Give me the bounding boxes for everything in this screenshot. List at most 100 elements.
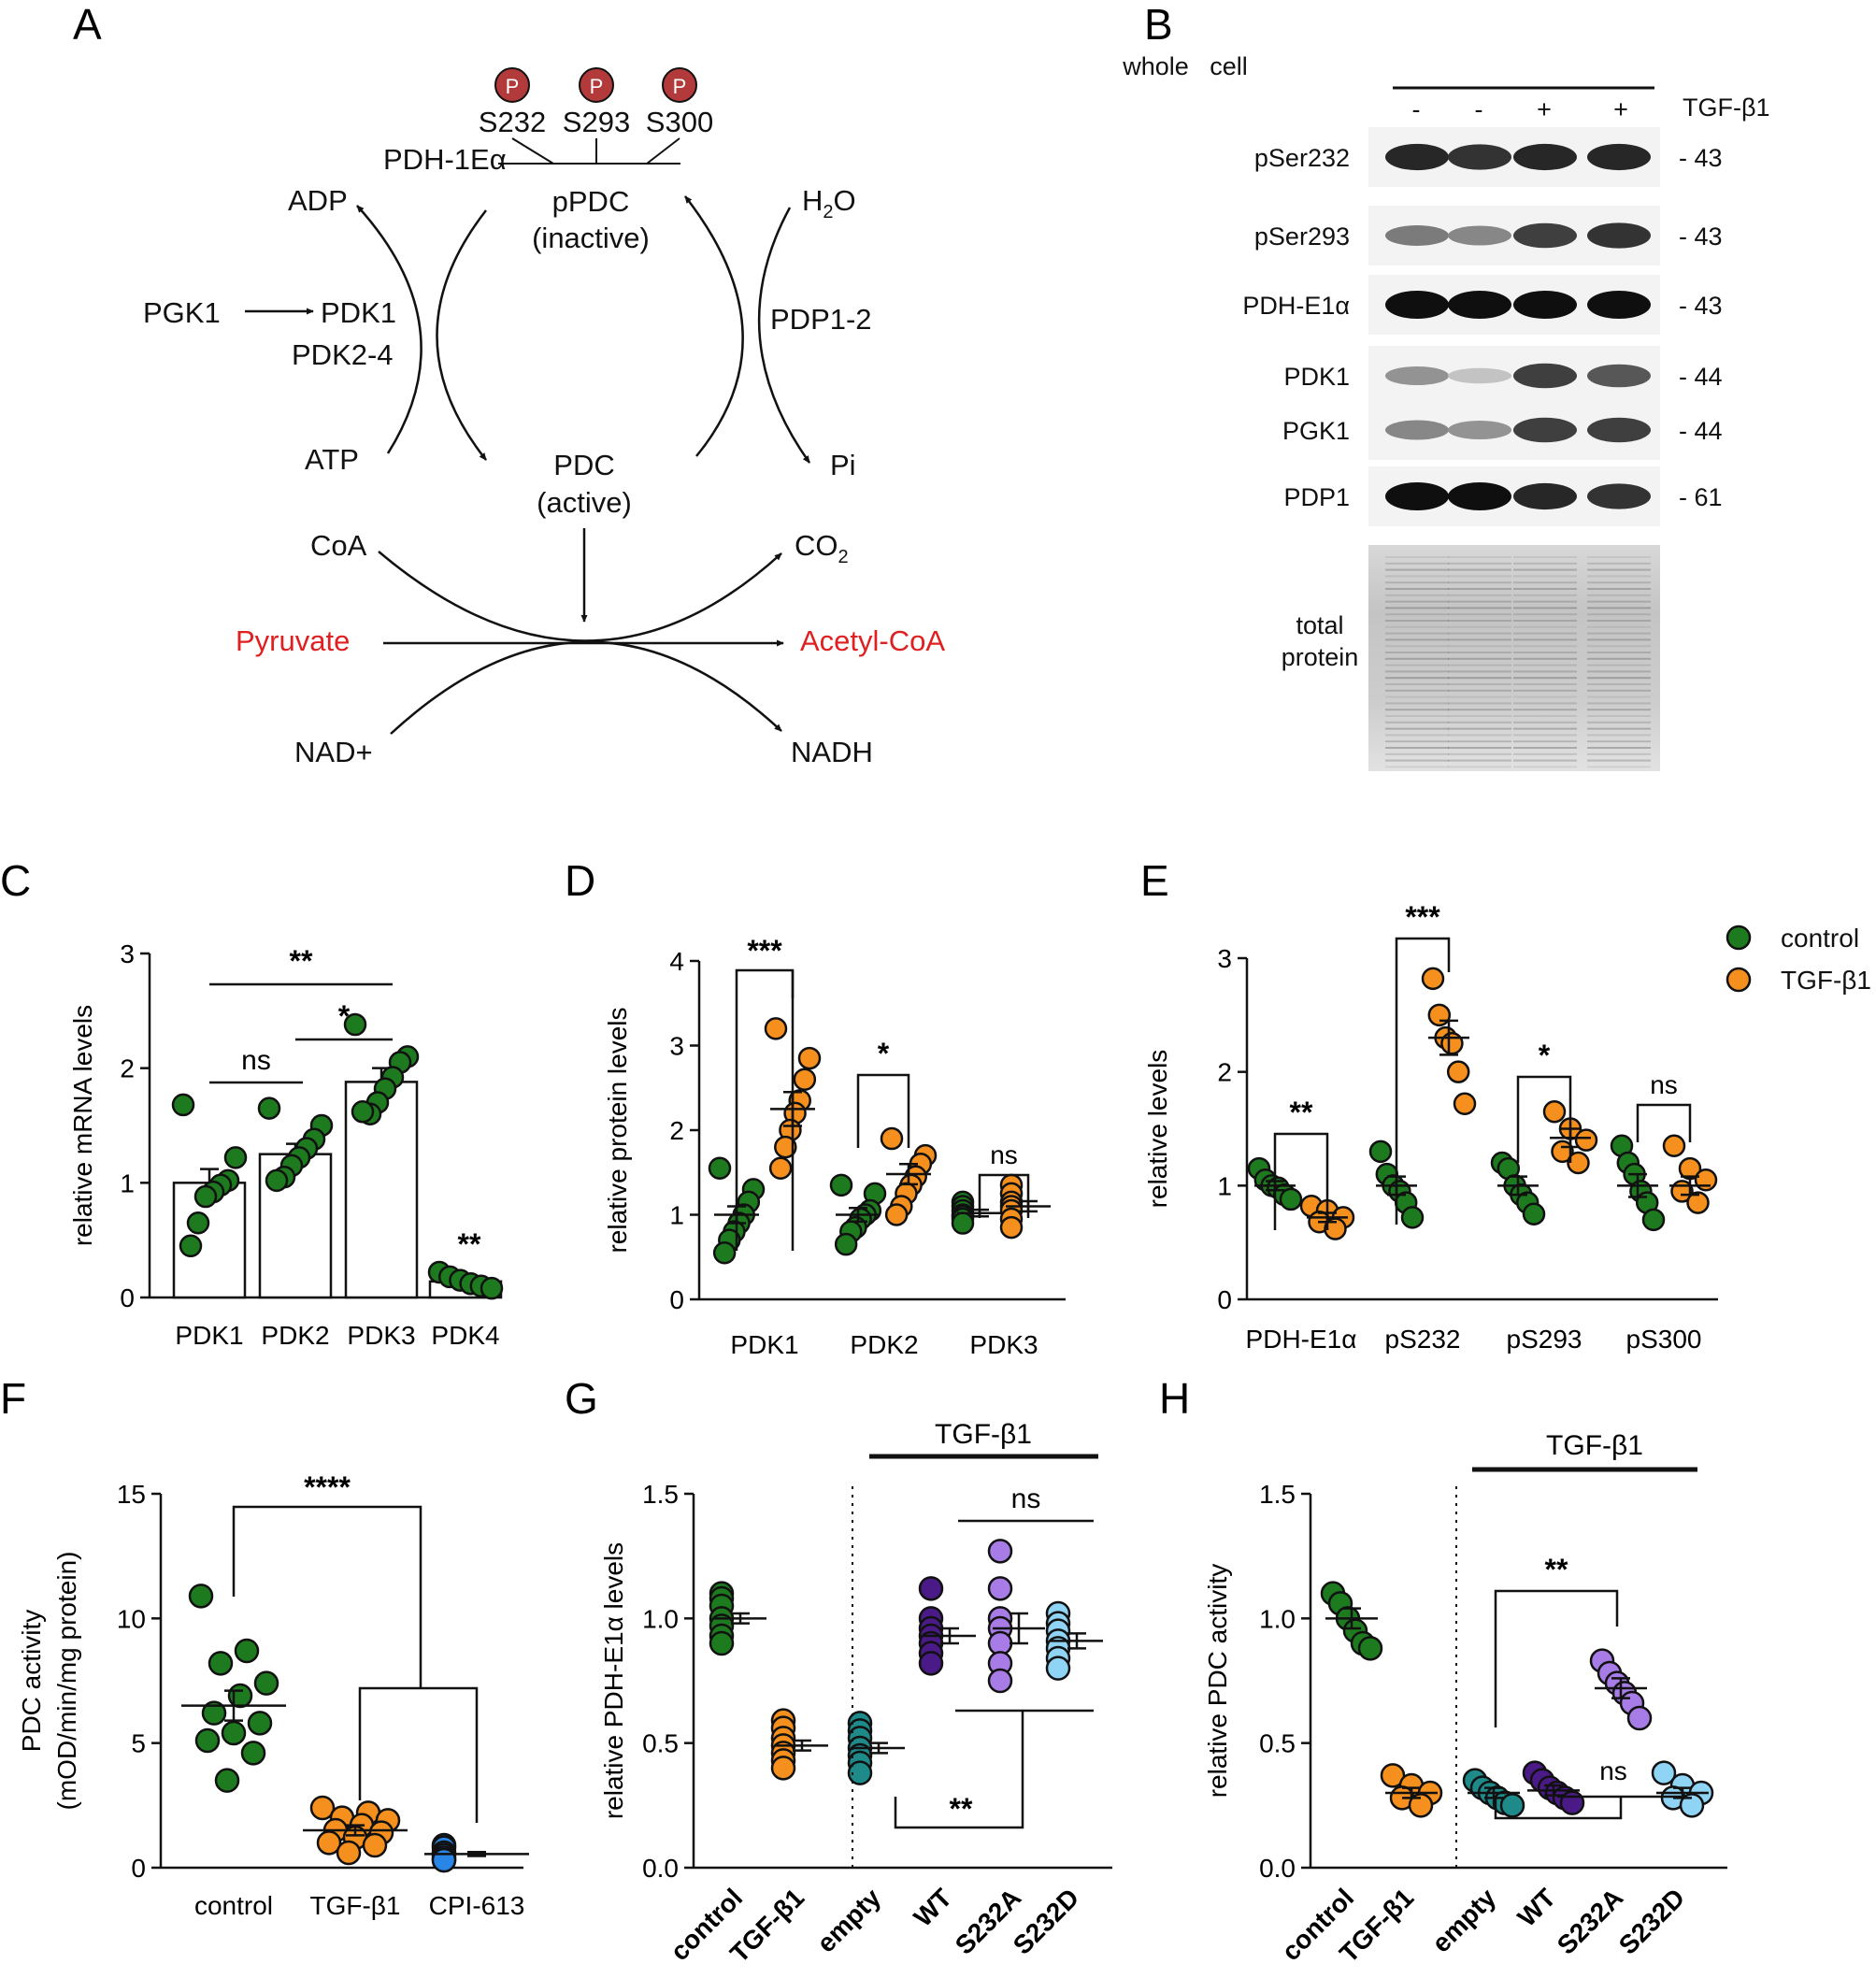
data-point: [223, 1146, 248, 1169]
stain-band: [1385, 600, 1449, 603]
pi-label: Pi: [830, 449, 856, 481]
site-s300: S300: [646, 106, 713, 138]
y-tick-label: 1.5: [642, 1480, 679, 1509]
y-tick-label: 0: [669, 1285, 684, 1314]
data-point: [708, 1156, 732, 1180]
data-point: [1446, 1060, 1470, 1083]
y-tick-label: 0.0: [1259, 1854, 1296, 1883]
pathway-diagram: P P P S232 S293 S300 PDH-1Eα pPDC (inact…: [143, 67, 945, 768]
stain-band: [1587, 677, 1651, 680]
blot-band: [1587, 291, 1651, 319]
stain-band: [1385, 652, 1449, 653]
stain-band: [1587, 734, 1651, 737]
blot-mw-label: - 43: [1679, 144, 1723, 172]
arrow-pdc-ppdc: [684, 195, 744, 457]
data-point: [1574, 1128, 1598, 1152]
data-point: [1408, 1793, 1434, 1818]
significance-label: *: [878, 1037, 890, 1070]
blot-band: [1513, 222, 1577, 249]
stain-band: [1385, 721, 1449, 724]
data-point: [188, 1584, 214, 1609]
y-tick-label: 0: [1217, 1285, 1232, 1314]
stain-band: [1587, 652, 1651, 653]
stain-band: [1513, 740, 1577, 743]
stain-band: [1448, 657, 1511, 660]
stain-band: [1587, 664, 1651, 666]
stain-band: [1448, 613, 1511, 616]
stain-band: [1385, 683, 1449, 685]
legend-label-tgf: TGF-β1: [1781, 966, 1871, 995]
stain-band: [1587, 645, 1651, 648]
stain-band: [1513, 734, 1577, 737]
data-point: [987, 1668, 1013, 1694]
stain-band: [1385, 556, 1449, 558]
blot-band: [1513, 363, 1577, 389]
data-point: [768, 1156, 793, 1180]
data-point: [987, 1576, 1013, 1601]
significance-label: *: [1539, 1039, 1551, 1072]
data-point: [1427, 1003, 1452, 1027]
stain-band: [1513, 632, 1577, 635]
stain-band: [1513, 581, 1577, 584]
stain-band: [1448, 766, 1511, 768]
stain-band: [1513, 664, 1577, 666]
x-tick-label: pS300: [1626, 1325, 1702, 1354]
panel-letter-b: B: [1144, 0, 1173, 49]
stain-band: [1448, 632, 1511, 635]
significance-bracket: [894, 1711, 1024, 1829]
data-point: [1380, 1763, 1406, 1788]
data-point: [247, 1711, 273, 1736]
blot-band: [1448, 291, 1511, 319]
stain-band: [1587, 683, 1651, 685]
blot-band: [1587, 364, 1651, 388]
x-tick-label: PDK3: [969, 1330, 1038, 1359]
x-tick-label: S232A: [950, 1883, 1026, 1959]
significance-label: ns: [1599, 1756, 1627, 1785]
stain-band: [1513, 645, 1577, 648]
y-axis-label: relative PDC activity: [1203, 1564, 1232, 1799]
legend-label-control: control: [1781, 924, 1859, 953]
stain-band: [1587, 625, 1651, 628]
stain-band: [1513, 670, 1577, 673]
stain-band: [1385, 709, 1449, 711]
stain-band: [1448, 562, 1511, 565]
stain-band: [1513, 702, 1577, 705]
y-tick-label: 0: [120, 1283, 135, 1312]
stain-band: [1448, 689, 1511, 692]
data-point: [987, 1539, 1013, 1564]
y-axis-label: relative PDH-E1α levels: [599, 1542, 628, 1819]
data-point: [431, 1847, 457, 1873]
significance-label: ns: [241, 1045, 271, 1076]
stain-band: [1587, 613, 1651, 616]
significance-label: **: [290, 944, 313, 978]
data-point: [480, 1276, 504, 1300]
stain-band: [1587, 702, 1651, 705]
y-tick-label: 2: [669, 1116, 684, 1145]
stain-band: [1448, 581, 1511, 584]
panel-letter-a: A: [73, 0, 102, 49]
total-protein-label-1: total: [1296, 611, 1343, 639]
panel-letter-g: G: [565, 1374, 598, 1423]
stain-band: [1448, 600, 1511, 603]
lane-sign-2: -: [1475, 95, 1483, 123]
y-axis-label: (mOD/min/mg protein): [52, 1552, 81, 1811]
blot-row-label: pSer232: [1254, 144, 1350, 172]
stain-band: [1587, 727, 1651, 730]
x-tick-label: WT: [909, 1883, 958, 1932]
data-point: [770, 1756, 796, 1781]
stain-band: [1587, 766, 1651, 768]
stain-band: [1448, 677, 1511, 680]
stain-band: [1587, 709, 1651, 711]
stain-band: [1587, 568, 1651, 571]
stain-band: [1448, 556, 1511, 558]
stain-band: [1513, 715, 1577, 717]
data-point: [1368, 1140, 1393, 1164]
y-tick-label: 0.5: [642, 1729, 679, 1758]
stain-band: [1385, 613, 1449, 616]
stain-band: [1448, 588, 1511, 590]
significance-label: *: [338, 999, 351, 1033]
y-tick-label: 1.5: [1259, 1480, 1296, 1509]
data-point: [201, 1700, 227, 1726]
significance-label: ***: [1405, 900, 1440, 934]
